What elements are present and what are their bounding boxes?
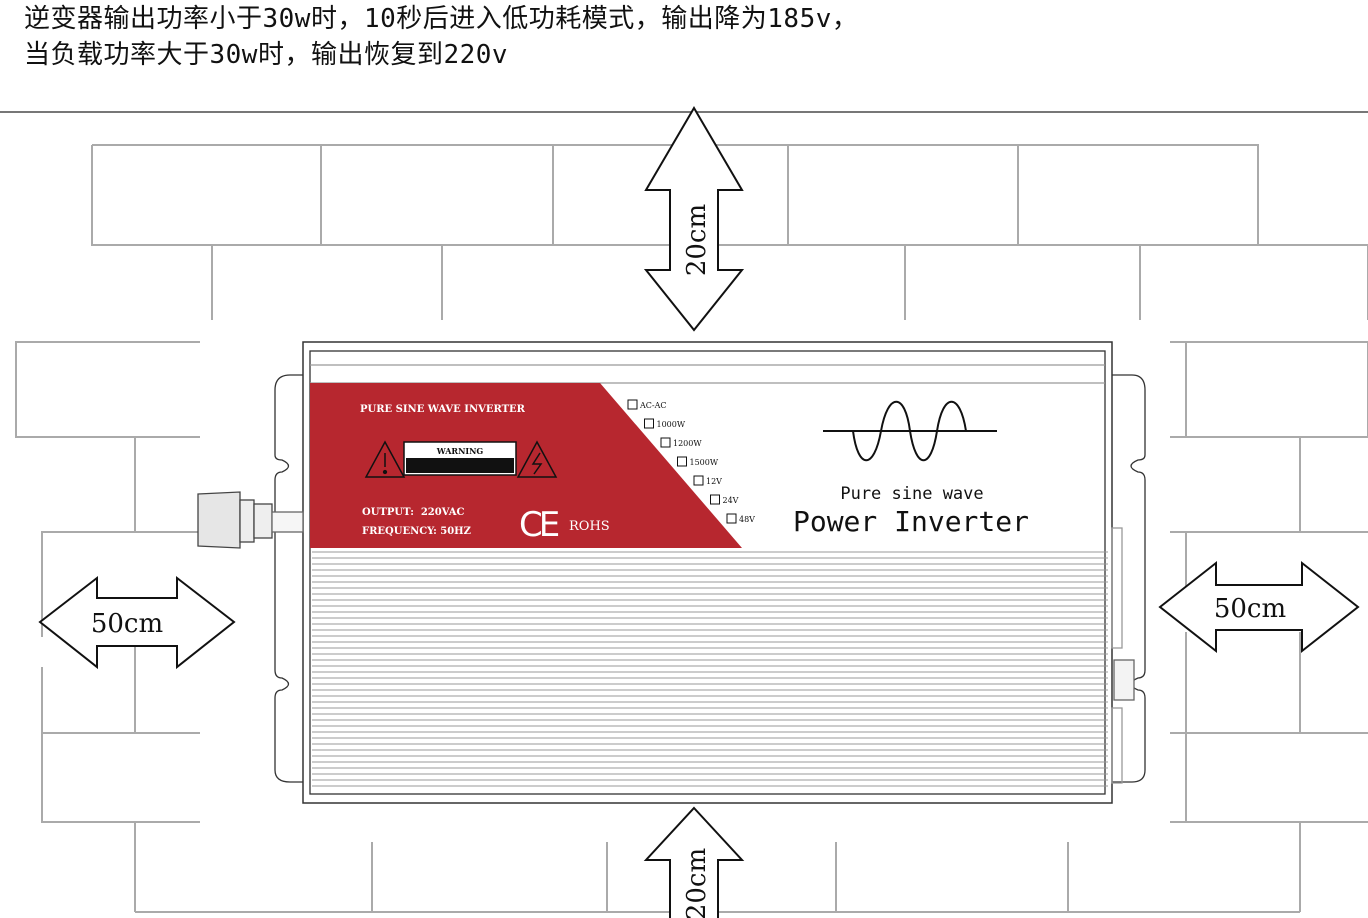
- sine-wave-icon: [823, 400, 997, 462]
- arrow-top: [643, 106, 745, 332]
- option-label: 12V: [706, 477, 722, 486]
- cooling-fins: [312, 551, 1108, 787]
- option-checklist: AC-AC 1000W 1200W 1500W 12V 24V 48V: [627, 399, 755, 524]
- option-label: 24V: [723, 496, 739, 505]
- option-checkbox: [693, 475, 704, 486]
- rohs-text: ROHS: [569, 519, 610, 534]
- arrow-right: [1158, 560, 1360, 654]
- option-label: 1500W: [690, 458, 719, 467]
- option-checkbox: [710, 494, 720, 505]
- option-checkbox: [660, 437, 671, 448]
- tagline: Pure sine wave: [840, 484, 983, 504]
- option-label: 1000W: [657, 420, 686, 429]
- option-checkbox: [644, 418, 654, 429]
- warning-text: WARNING: [436, 446, 484, 456]
- option-checkbox: [627, 399, 638, 410]
- frequency-text: FREQUENCY: 50HZ: [362, 526, 471, 537]
- arrow-left: [38, 575, 236, 670]
- option-checkbox: [677, 456, 687, 467]
- panel-title: PURE SINE WAVE INVERTER: [360, 404, 526, 415]
- ce-mark: CE: [519, 505, 559, 545]
- output-text: OUTPUT: 220VAC: [362, 507, 464, 518]
- high-voltage-icon: [516, 440, 558, 478]
- clearance-top: 20cm: [682, 204, 712, 276]
- option-label: AC-AC: [639, 401, 667, 410]
- clearance-right: 50cm: [1214, 594, 1286, 624]
- option-label: 1200W: [673, 439, 702, 448]
- clearance-left: 50cm: [91, 609, 163, 639]
- warning-triangle-icon: [364, 440, 406, 478]
- arrow-bottom: [643, 806, 745, 918]
- option-label: 48V: [739, 515, 755, 524]
- label-panel: [310, 383, 742, 548]
- note-line-2: 当负载功率大于30w时，输出恢复到220v: [24, 40, 509, 70]
- product-name: Power Inverter: [793, 505, 1029, 538]
- divider-line: [0, 111, 1368, 113]
- brick-wall: [15, 144, 1368, 913]
- note-line-1: 逆变器输出功率小于30w时，10秒后进入低功耗模式，输出降为185v，: [24, 4, 859, 34]
- option-checkbox: [726, 513, 737, 524]
- clearance-bottom: 20cm: [682, 848, 712, 918]
